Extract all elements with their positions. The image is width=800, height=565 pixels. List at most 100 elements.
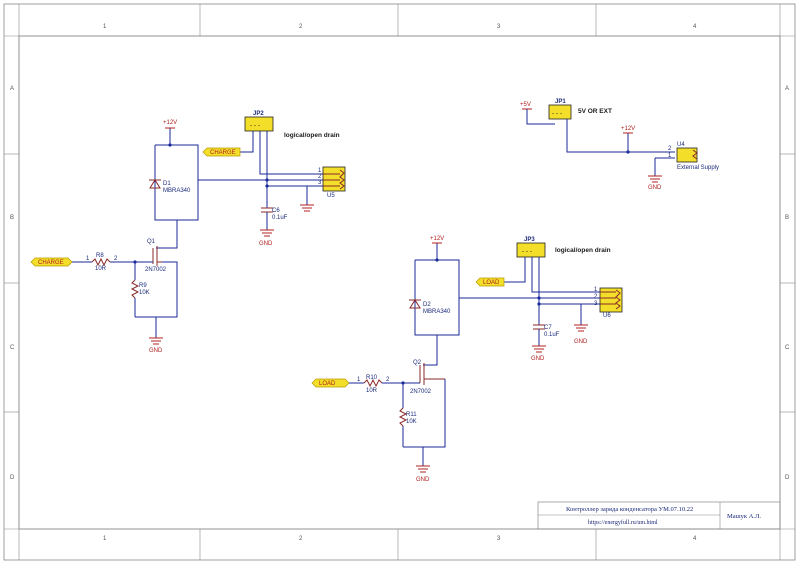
gnd-symbol-c7: GND xyxy=(531,345,546,362)
capacitor-c6: C6 0.1uF xyxy=(261,186,288,230)
r8-pin2: 2 xyxy=(114,256,118,262)
resistor-r10: R10 10R 1 2 xyxy=(357,375,390,394)
r10-ref: R10 xyxy=(366,375,378,381)
power-12v-load: +12V xyxy=(430,236,444,260)
jp2-note: logical/open drain xyxy=(284,132,340,139)
svg-text:GND: GND xyxy=(149,348,163,354)
jp1-ref: JP1 xyxy=(555,99,566,105)
charge-circuit: +12V D1 MBRA340 Q1 2N7002 CHARGE xyxy=(30,111,346,354)
connector-u6: 1 2 3 U6 xyxy=(594,287,623,319)
u6-ref: U6 xyxy=(603,313,611,319)
gnd-symbol-c6: GND xyxy=(259,229,274,247)
svg-text:2: 2 xyxy=(386,377,390,383)
external-supply-circuit: +5V - - - JP1 5V OR EXT +12V GND 2 1 xyxy=(520,99,719,191)
jp2-ref: JP2 xyxy=(253,111,264,117)
gnd-symbol-u5 xyxy=(300,204,314,212)
svg-text:2: 2 xyxy=(594,294,598,300)
d2-ref: D2 xyxy=(423,302,431,308)
d1-ref: D1 xyxy=(163,181,171,187)
row-label-left-a: A xyxy=(10,86,14,92)
q1-ref: Q1 xyxy=(147,239,156,245)
svg-text:2: 2 xyxy=(668,146,672,152)
jp1-note: 5V OR EXT xyxy=(578,108,612,115)
r8-ref: R8 xyxy=(96,253,104,259)
d1-value: MBRA340 xyxy=(163,188,191,194)
u5-ref: U5 xyxy=(327,193,335,199)
svg-text:- - -: - - - xyxy=(250,122,260,129)
svg-text:GND: GND xyxy=(531,356,545,362)
row-label-right-a: A xyxy=(785,86,789,92)
q2-value: 2N7002 xyxy=(410,389,432,395)
r8-value: 10R xyxy=(95,266,107,272)
u4-ref: U4 xyxy=(677,142,685,148)
d2-value: MBRA340 xyxy=(423,309,451,315)
col-label-top-4: 4 xyxy=(693,24,697,30)
svg-text:CHARGE: CHARGE xyxy=(210,150,236,156)
r9-ref: R9 xyxy=(139,283,147,289)
charge-net-tag-jp2: CHARGE xyxy=(202,147,241,157)
svg-text:+12V: +12V xyxy=(430,236,444,242)
power-12v-ext: +12V xyxy=(621,126,635,152)
mosfet-q2: Q2 2N7002 xyxy=(410,360,445,395)
load-net-tag-jp3: LOAD xyxy=(475,277,505,287)
svg-text:CHARGE: CHARGE xyxy=(38,260,64,266)
resistor-r11: R11 10K xyxy=(398,383,417,447)
resistor-r9: R9 10K xyxy=(130,262,150,317)
gnd-symbol-q2: GND xyxy=(416,447,430,483)
svg-text:GND: GND xyxy=(259,241,273,247)
col-label-top-2: 2 xyxy=(299,24,303,30)
jp3-note: logical/open drain xyxy=(555,247,611,254)
svg-text:1: 1 xyxy=(318,168,322,174)
title-block-title: Контроллер заряда конденсатора УМ.07.10.… xyxy=(566,506,693,513)
r10-value: 10R xyxy=(366,388,378,394)
power-5v: +5V xyxy=(520,102,555,125)
r8-pin1: 1 xyxy=(86,256,90,262)
c6-ref: C6 xyxy=(272,208,280,214)
svg-text:GND: GND xyxy=(416,477,430,483)
c7-ref: C7 xyxy=(544,325,552,331)
col-label-bottom-4: 4 xyxy=(693,536,697,542)
mosfet-q1: Q1 2N7002 xyxy=(145,239,167,273)
title-block-url[interactable]: https://energyfull.ru/um.html xyxy=(588,519,658,526)
svg-text:3: 3 xyxy=(318,180,322,186)
svg-text:LOAD: LOAD xyxy=(319,381,336,387)
power-label: +12V xyxy=(163,120,177,126)
col-label-bottom-3: 3 xyxy=(497,536,501,542)
resistor-r8: R8 10R 1 2 xyxy=(86,253,118,272)
diode-d1: D1 MBRA340 xyxy=(149,179,191,194)
sheet-border: 1 2 3 4 1 2 3 4 A B C D A B C D xyxy=(3,3,796,561)
gnd-symbol-u6: GND xyxy=(574,324,588,345)
row-label-right-b: B xyxy=(785,215,789,221)
connector-u4: 2 1 U4 External Supply xyxy=(668,142,719,171)
load-net-tag-input: LOAD xyxy=(311,378,350,388)
power-12v-charge: +12V xyxy=(163,120,177,145)
r9-value: 10K xyxy=(139,290,150,296)
jumper-jp3: - - - JP3 xyxy=(516,237,546,258)
svg-text:- - -: - - - xyxy=(522,248,532,255)
row-label-left-d: D xyxy=(10,475,15,481)
load-circuit: +12V D2 MBRA340 Q2 2N7002 LOAD R10 10R xyxy=(311,236,623,483)
capacitor-c7: C7 0.1uF xyxy=(533,304,560,346)
svg-text:GND: GND xyxy=(648,185,662,191)
r11-ref: R11 xyxy=(406,412,417,418)
row-label-right-c: C xyxy=(785,345,790,351)
q1-value: 2N7002 xyxy=(145,267,167,273)
svg-text:3: 3 xyxy=(594,301,598,307)
c6-value: 0.1uF xyxy=(272,215,288,221)
gnd-symbol-u4: GND xyxy=(648,175,662,191)
svg-text:+12V: +12V xyxy=(621,126,635,132)
col-label-top-1: 1 xyxy=(103,24,107,30)
title-block: Контроллер заряда конденсатора УМ.07.10.… xyxy=(537,501,781,530)
jp3-ref: JP3 xyxy=(524,237,535,243)
svg-text:2: 2 xyxy=(318,174,322,180)
col-label-bottom-1: 1 xyxy=(103,536,107,542)
u4-note: External Supply xyxy=(677,165,719,171)
diode-d2: D2 MBRA340 xyxy=(409,299,451,315)
svg-text:- - -: - - - xyxy=(552,110,562,117)
svg-text:+5V: +5V xyxy=(520,102,531,108)
row-label-right-d: D xyxy=(785,475,790,481)
svg-text:1: 1 xyxy=(668,153,672,159)
col-label-top-3: 3 xyxy=(497,24,501,30)
svg-text:LOAD: LOAD xyxy=(483,280,500,286)
